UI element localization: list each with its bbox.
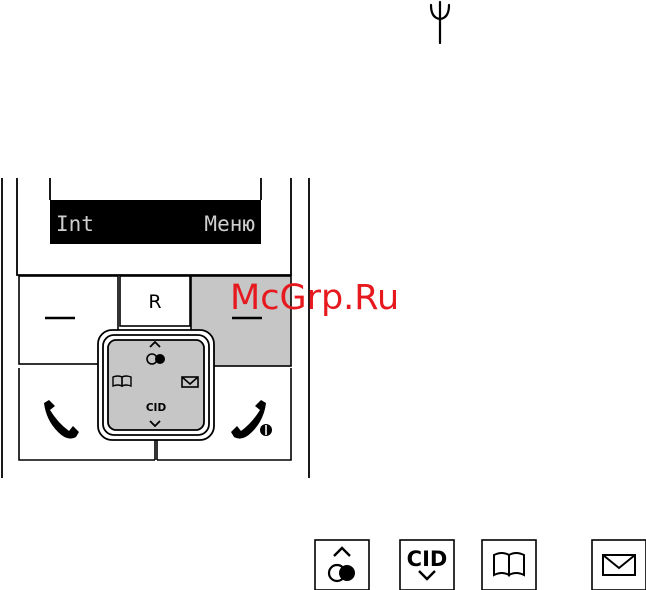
legend-phonebook-icon (482, 540, 536, 590)
legend-message-icon (592, 540, 646, 590)
antenna-icon (431, 2, 449, 43)
navigation-key[interactable]: CID (98, 330, 214, 440)
nav-cid-label: CID (146, 402, 167, 414)
phone-handset-icon (44, 400, 79, 439)
end-power-key-button[interactable] (231, 400, 272, 439)
watermark-text: McGrp.Ru (230, 278, 399, 318)
power-icon (260, 424, 272, 436)
talk-key-button[interactable] (44, 400, 79, 439)
r-key-button[interactable]: R (148, 291, 161, 313)
right-softkey-label: Меню (204, 212, 255, 236)
legend-cid-label: CID (407, 547, 448, 571)
r-key-label: R (148, 291, 161, 313)
legend-cid-icon: CID (400, 540, 454, 590)
left-softkey-label: Int (56, 212, 94, 236)
legend-redial-icon (315, 540, 369, 590)
display-screen: Int Меню (50, 200, 261, 244)
